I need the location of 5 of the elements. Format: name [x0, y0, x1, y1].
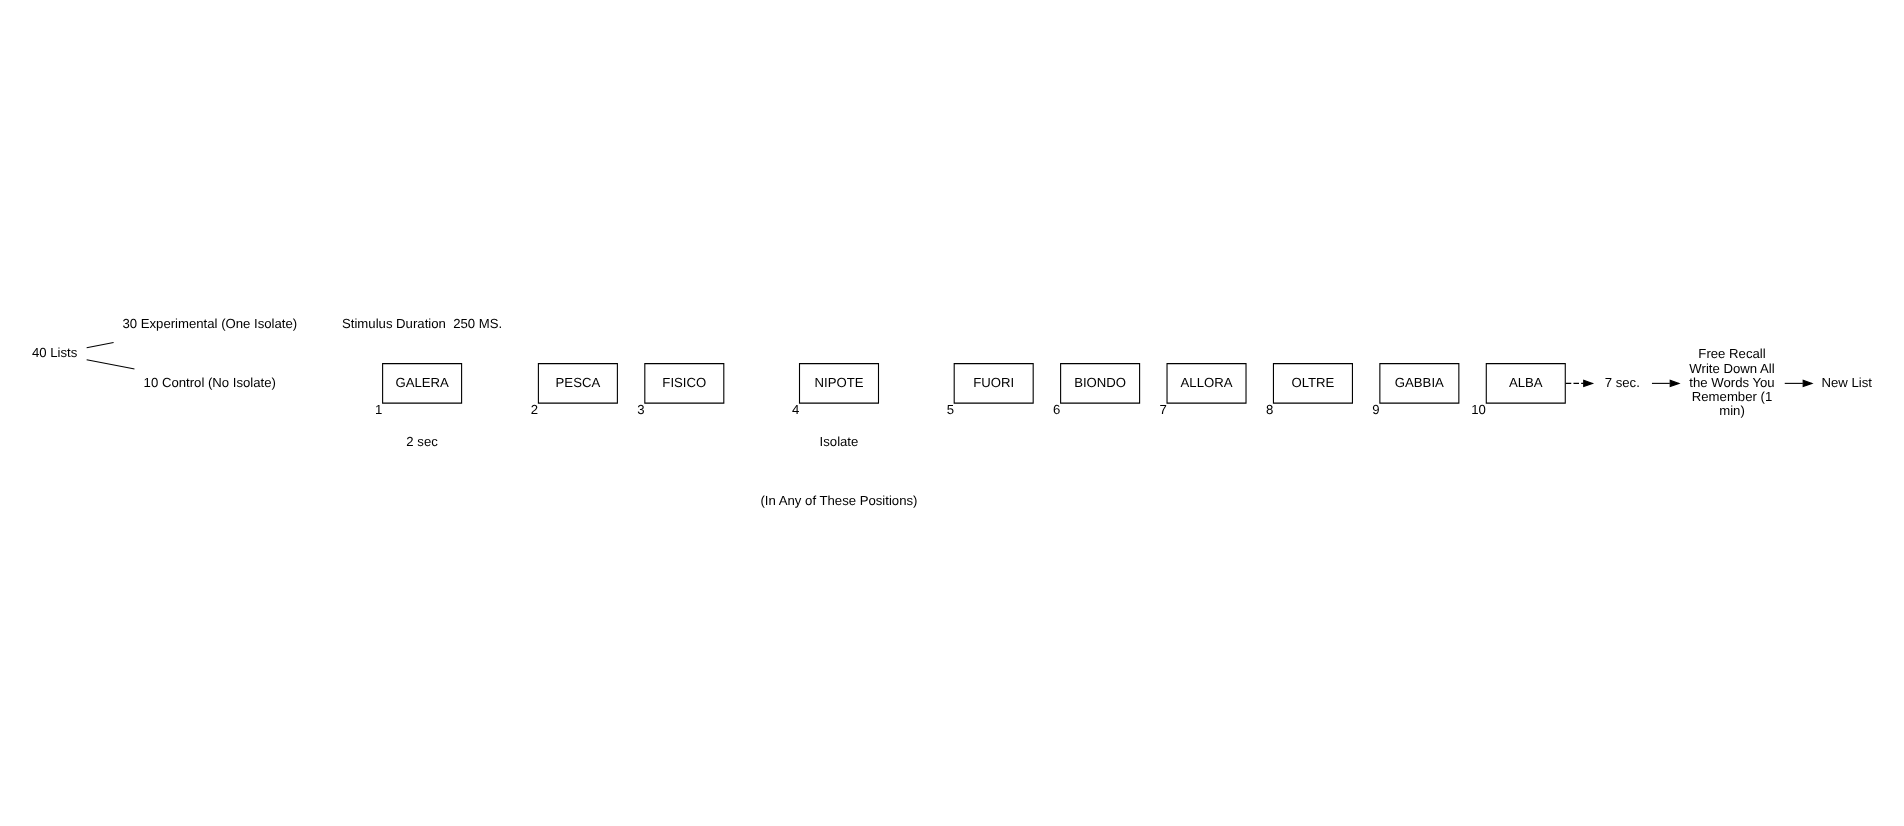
- connector: [86, 342, 115, 349]
- arrow: [1565, 379, 1595, 388]
- connector: [86, 359, 135, 370]
- arrow: [1784, 379, 1814, 388]
- arrow: [1651, 379, 1681, 388]
